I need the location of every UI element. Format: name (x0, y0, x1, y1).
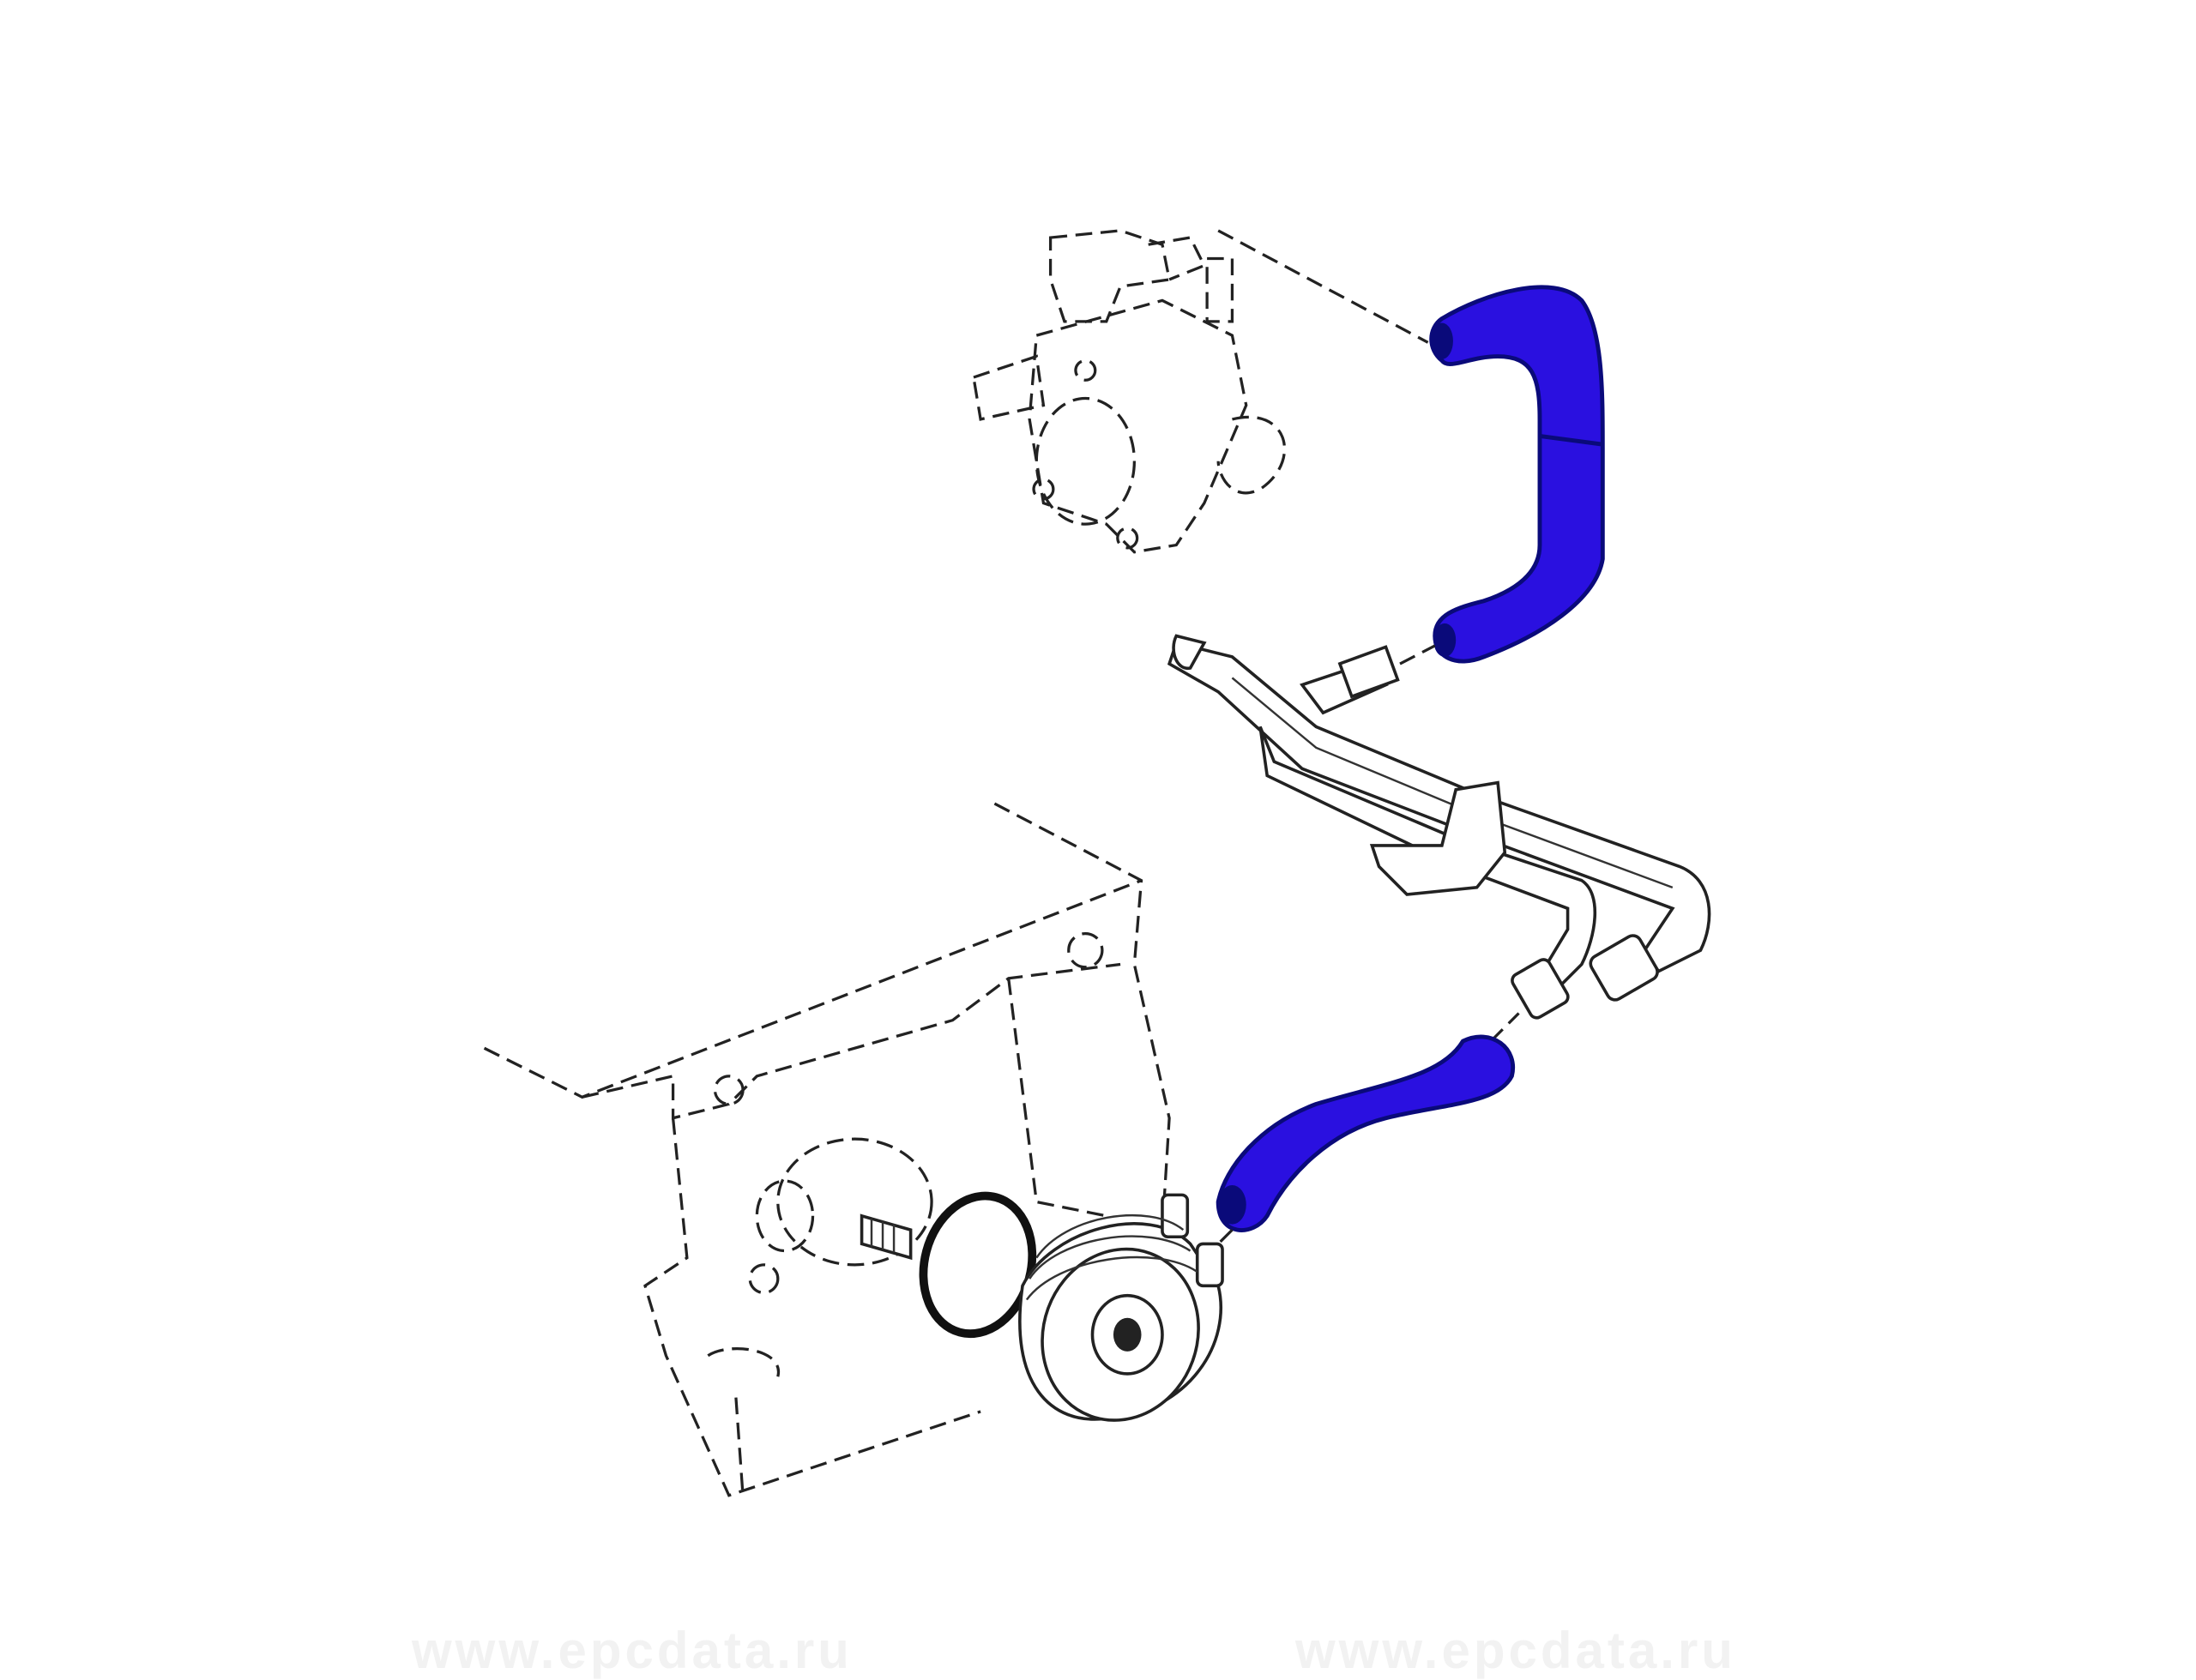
upper-coolant-hose (1429, 285, 1605, 664)
leader-line (1399, 644, 1436, 665)
coolant-pipe-assembly (1167, 634, 1711, 1020)
engine-block (483, 802, 1171, 1497)
oil-cooler (1018, 1193, 1224, 1422)
threaded-stud (860, 1213, 913, 1261)
lower-coolant-hose (1216, 1034, 1516, 1232)
thermostat-housing (972, 229, 1429, 554)
leader-line (1489, 1012, 1520, 1043)
